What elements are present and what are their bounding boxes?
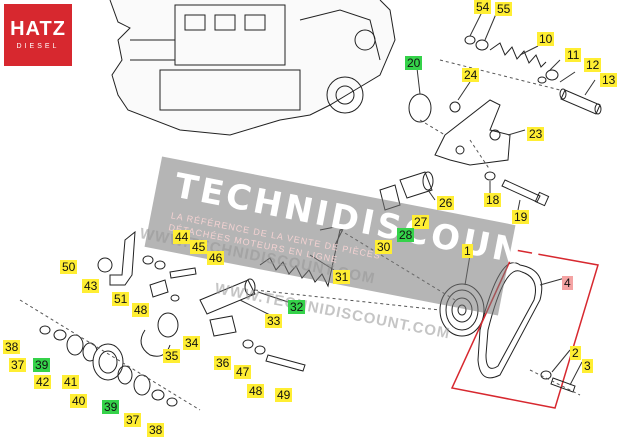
callout-27: 27 [412,215,430,229]
callout-38a: 38 [3,340,21,354]
callout-55: 55 [495,2,513,16]
callout-12: 12 [584,58,602,72]
callout-48b: 48 [247,384,265,398]
callout-19: 19 [512,210,530,224]
callout-1: 1 [462,244,473,258]
callout-39a: 39 [33,358,51,372]
callout-44: 44 [173,230,191,244]
callout-43: 43 [82,279,100,293]
callout-4: 4 [562,276,573,290]
callout-37b: 37 [124,413,142,427]
callout-3: 3 [582,359,593,373]
callout-45: 45 [190,240,208,254]
callout-47: 47 [234,365,252,379]
callout-42: 42 [34,375,52,389]
callout-49: 49 [275,388,293,402]
callout-54: 54 [474,0,492,14]
callout-2: 2 [570,346,581,360]
callout-10: 10 [537,32,555,46]
callout-36: 36 [214,356,232,370]
callout-18: 18 [484,193,502,207]
bolt-3 [540,370,576,393]
callout-48a: 48 [132,303,150,317]
callout-37a: 37 [9,358,27,372]
callout-46: 46 [207,251,225,265]
callout-24: 24 [462,68,480,82]
logo-brand: HATZ [10,18,66,40]
callout-39b: 39 [102,400,120,414]
callout-32: 32 [288,300,306,314]
callout-30: 30 [375,240,393,254]
callout-50: 50 [60,260,78,274]
bracket-23 [434,99,511,166]
nut-50 [97,257,113,273]
callout-11: 11 [565,48,582,62]
callout-31: 31 [333,270,351,284]
callout-28: 28 [397,228,415,242]
callout-26: 26 [437,196,455,210]
shaft-33 [199,278,256,315]
hatz-logo: HATZ DIESEL [4,4,72,66]
gear-stack [39,325,178,407]
callout-51: 51 [112,292,130,306]
callout-35: 35 [163,349,181,363]
callout-33: 33 [265,314,283,328]
lever-43 [109,230,136,286]
callout-13: 13 [600,73,618,87]
bolt-19 [484,171,550,207]
callout-34: 34 [183,336,201,350]
callout-38b: 38 [147,423,165,437]
oring-20 [408,93,432,123]
callout-41: 41 [62,375,80,389]
engine-block [109,0,396,136]
callout-23: 23 [527,127,545,141]
logo-sub: DIESEL [16,43,60,50]
sleeve-13 [559,88,602,115]
ball-24 [449,101,461,113]
callout-40: 40 [70,394,88,408]
belt-frame [450,249,599,409]
callout-20: 20 [405,56,423,70]
